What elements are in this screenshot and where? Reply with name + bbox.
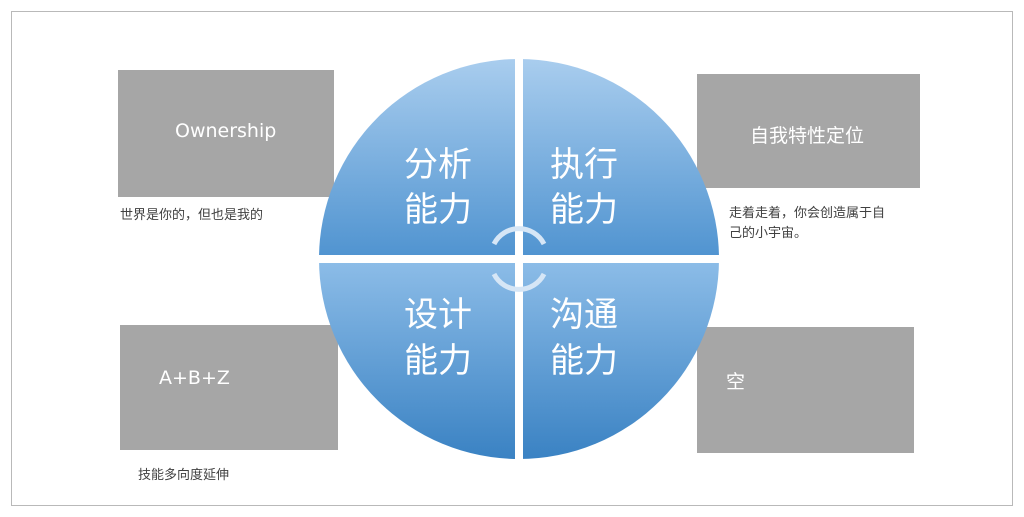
cycle-arrow-icon xyxy=(491,272,547,292)
quadrant-label-br-1: 沟通 xyxy=(550,295,618,335)
ownership-box: Ownership xyxy=(118,70,334,197)
quadrant-label-bl-1: 设计 xyxy=(404,295,472,335)
quadrant-label-tr-2: 能力 xyxy=(550,190,618,230)
quadrant-label-bl-2: 能力 xyxy=(404,341,472,381)
quadrant-label-br-2: 能力 xyxy=(550,341,618,381)
empty-box: 空 xyxy=(697,327,914,453)
ownership-label: Ownership xyxy=(175,120,277,142)
quadrant-bottom-left xyxy=(319,259,519,459)
self-positioning-caption-line2: 己的小宇宙。 xyxy=(729,226,808,241)
abz-label: A+B+Z xyxy=(159,367,230,389)
quadrant-label-tl-1: 分析 xyxy=(404,145,472,185)
horizontal-divider xyxy=(316,255,722,263)
self-positioning-box: 自我特性定位 xyxy=(697,74,920,188)
capability-circle: 分析 能力 执行 能力 设计 能力 沟通 能力 xyxy=(316,56,722,462)
self-positioning-label: 自我特性定位 xyxy=(750,125,865,147)
quadrant-top-left xyxy=(319,59,519,259)
empty-label: 空 xyxy=(726,371,746,393)
self-positioning-caption: 走着走着，你会创造属于自 己的小宇宙。 xyxy=(729,204,885,244)
ownership-caption: 世界是你的，但也是我的 xyxy=(120,208,264,223)
cycle-arrow-icon xyxy=(491,226,547,246)
quadrant-bottom-right xyxy=(519,259,719,459)
quadrant-label-tr-1: 执行 xyxy=(550,145,618,185)
quadrant-label-tl-2: 能力 xyxy=(404,190,472,230)
abz-box: A+B+Z xyxy=(120,325,338,450)
abz-caption: 技能多向度延伸 xyxy=(138,468,230,483)
self-positioning-caption-line1: 走着走着，你会创造属于自 xyxy=(729,206,886,221)
quadrant-top-right xyxy=(519,59,719,259)
